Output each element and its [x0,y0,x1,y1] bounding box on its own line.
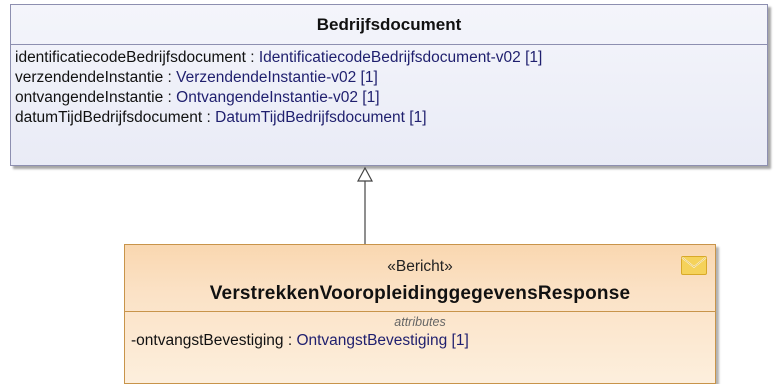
attribute-row: verzendendeInstantie : VerzendendeInstan… [15,68,767,88]
attribute-row: identificatiecodeBedrijfsdocument : Iden… [15,48,767,68]
attribute-name: -ontvangstBevestiging [131,332,284,349]
attribute-name: datumTijdBedrijfsdocument [15,109,203,126]
attribute-name: identificatiecodeBedrijfsdocument [15,49,246,66]
compartment-label: attributes [394,315,446,329]
attribute-type: OntvangstBevestiging [1] [296,332,469,349]
attribute-separator: : [245,49,259,66]
stereotype-label: «Bericht» [387,258,453,275]
attribute-type: VerzendendeInstantie-v02 [1] [176,69,378,86]
attribute-row: ontvangendeInstantie : OntvangendeInstan… [15,88,767,108]
class-name: VerstrekkenVooropleidinggegevensResponse [209,283,631,304]
attribute-type: DatumTijdBedrijfsdocument [1] [215,109,427,126]
attribute-type: IdentificatiecodeBedrijfsdocument-v02 [1… [258,49,543,66]
attribute-separator: : [163,89,177,106]
envelope-icon [681,256,707,275]
class-name: Bedrijfsdocument [316,14,462,34]
attribute-row: -ontvangstBevestiging : OntvangstBevesti… [131,331,715,351]
attribute-separator: : [202,109,216,126]
class-bedrijfsdocument[interactable]: Bedrijfsdocument identificatiecodeBedrij… [10,4,768,166]
class-name-compartment: Bedrijfsdocument [11,5,767,45]
class-verstrekken-vooropleidinggegevens-response[interactable]: «Bericht» VerstrekkenVooropleidinggegeve… [124,244,716,384]
class-name-compartment: «Bericht» VerstrekkenVooropleidinggegeve… [125,245,715,312]
attribute-compartment: identificatiecodeBedrijfsdocument : Iden… [11,45,767,128]
generalization-arrowhead [356,166,374,182]
attribute-separator: : [283,332,297,349]
attribute-separator: : [163,69,177,86]
attribute-compartment: -ontvangstBevestiging : OntvangstBevesti… [125,330,715,351]
attribute-type: OntvangendeInstantie-v02 [1] [176,89,380,106]
attribute-row: datumTijdBedrijfsdocument : DatumTijdBed… [15,108,767,128]
generalization-arrow[interactable] [350,166,380,246]
attribute-name: verzendendeInstantie [15,69,164,86]
attribute-name: ontvangendeInstantie [15,89,164,106]
